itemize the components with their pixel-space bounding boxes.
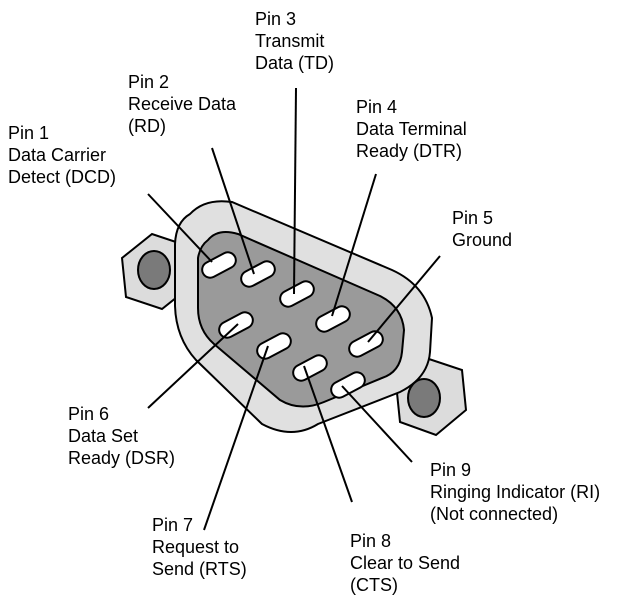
pin-4-contact [315, 305, 351, 333]
pin-8-contact [292, 354, 328, 382]
pin-contacts [201, 251, 384, 399]
pin-1-contact [201, 251, 237, 279]
pin-9-contact [330, 371, 366, 399]
leader-pin-4 [331, 173, 377, 317]
leader-pin-6 [147, 323, 239, 409]
leader-pin-2 [211, 147, 255, 275]
leader-pin-9 [341, 385, 413, 463]
pin-5-contact [348, 330, 384, 358]
leader-pin-8 [303, 365, 353, 503]
leader-pin-5 [367, 255, 441, 343]
leader-pin-3 [293, 87, 297, 295]
leader-pin-1 [147, 193, 213, 263]
pin-2-contact [240, 260, 276, 288]
leader-pin-7 [203, 345, 269, 531]
leader-lines [147, 87, 441, 531]
